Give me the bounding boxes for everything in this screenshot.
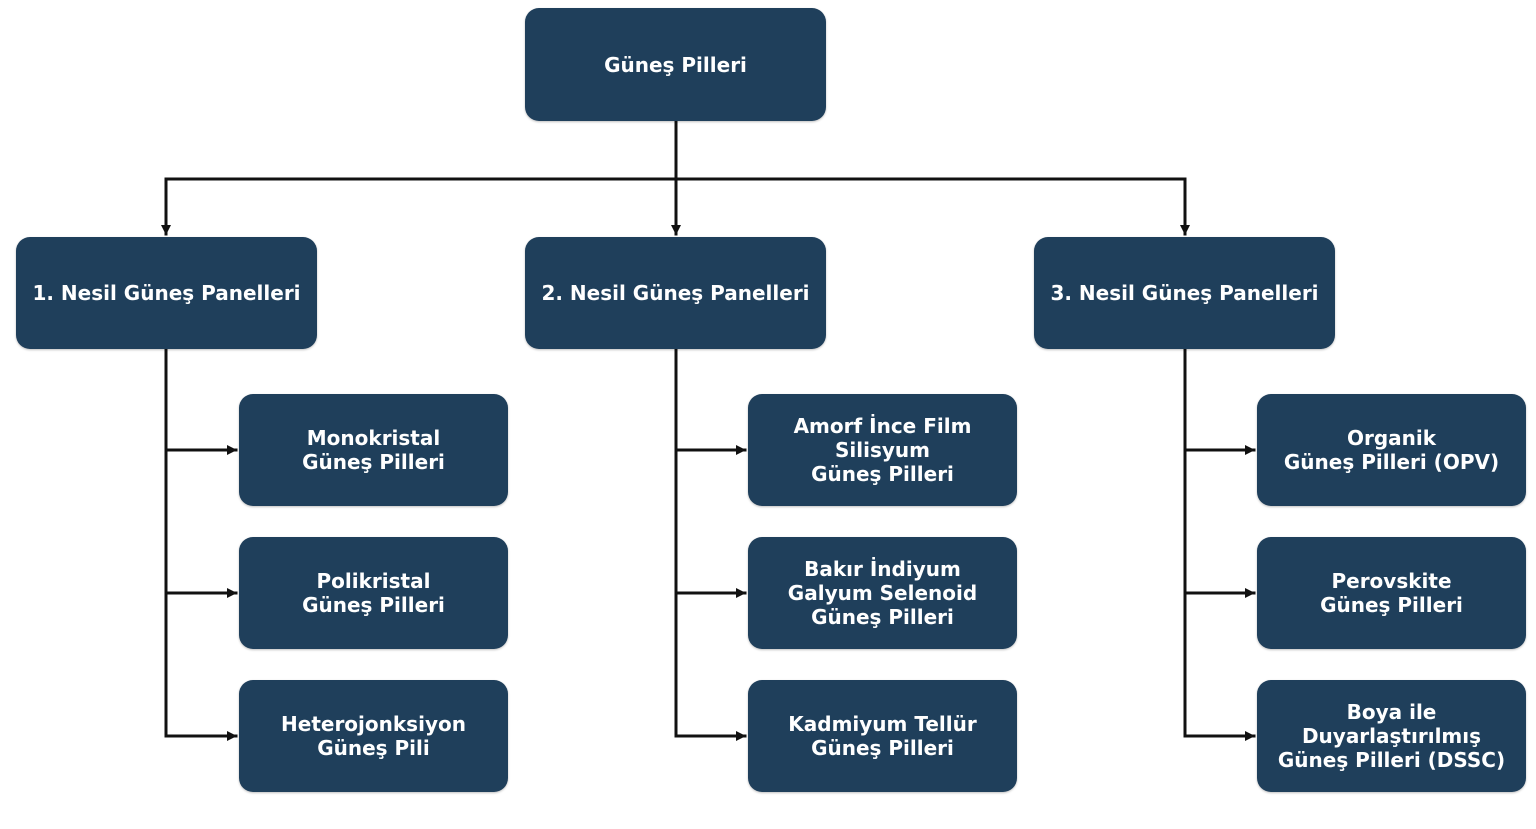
generation-1-node: 1. Nesil Güneş Panelleri (16, 237, 317, 349)
perovskite-cell-label: Perovskite Güneş Pilleri (1320, 569, 1463, 617)
polycrystalline-cell-label: Polikristal Güneş Pilleri (302, 569, 445, 617)
generation-3-label: 3. Nesil Güneş Panelleri (1050, 281, 1319, 305)
cigs-cell-label: Bakır İndiyum Galyum Selenoid Güneş Pill… (787, 557, 978, 629)
heterojunction-cell-label: Heterojonksiyon Güneş Pili (281, 712, 466, 760)
heterojunction-cell-node: Heterojonksiyon Güneş Pili (239, 680, 508, 792)
cigs-cell-node: Bakır İndiyum Galyum Selenoid Güneş Pill… (748, 537, 1017, 649)
root-node-label: Güneş Pilleri (604, 52, 747, 77)
cadmium-telluride-label: Kadmiyum Tellür Güneş Pilleri (788, 712, 977, 760)
generation-2-label: 2. Nesil Güneş Panelleri (541, 281, 810, 305)
monocrystalline-cell-node: Monokristal Güneş Pilleri (239, 394, 508, 506)
amorphous-thin-film-node: Amorf İnce Film Silisyum Güneş Pilleri (748, 394, 1017, 506)
polycrystalline-cell-node: Polikristal Güneş Pilleri (239, 537, 508, 649)
amorphous-thin-film-label: Amorf İnce Film Silisyum Güneş Pilleri (793, 414, 972, 486)
generation-1-label: 1. Nesil Güneş Panelleri (32, 281, 301, 305)
root-node: Güneş Pilleri (525, 8, 826, 121)
generation-3-node: 3. Nesil Güneş Panelleri (1034, 237, 1335, 349)
organic-cell-node: Organik Güneş Pilleri (OPV) (1257, 394, 1526, 506)
perovskite-cell-node: Perovskite Güneş Pilleri (1257, 537, 1526, 649)
dye-sensitized-cell-node: Boya ile Duyarlaştırılmış Güneş Pilleri … (1257, 680, 1526, 792)
generation-2-node: 2. Nesil Güneş Panelleri (525, 237, 826, 349)
cadmium-telluride-node: Kadmiyum Tellür Güneş Pilleri (748, 680, 1017, 792)
monocrystalline-cell-label: Monokristal Güneş Pilleri (302, 426, 445, 474)
dye-sensitized-cell-label: Boya ile Duyarlaştırılmış Güneş Pilleri … (1277, 700, 1506, 772)
organic-cell-label: Organik Güneş Pilleri (OPV) (1283, 426, 1500, 474)
